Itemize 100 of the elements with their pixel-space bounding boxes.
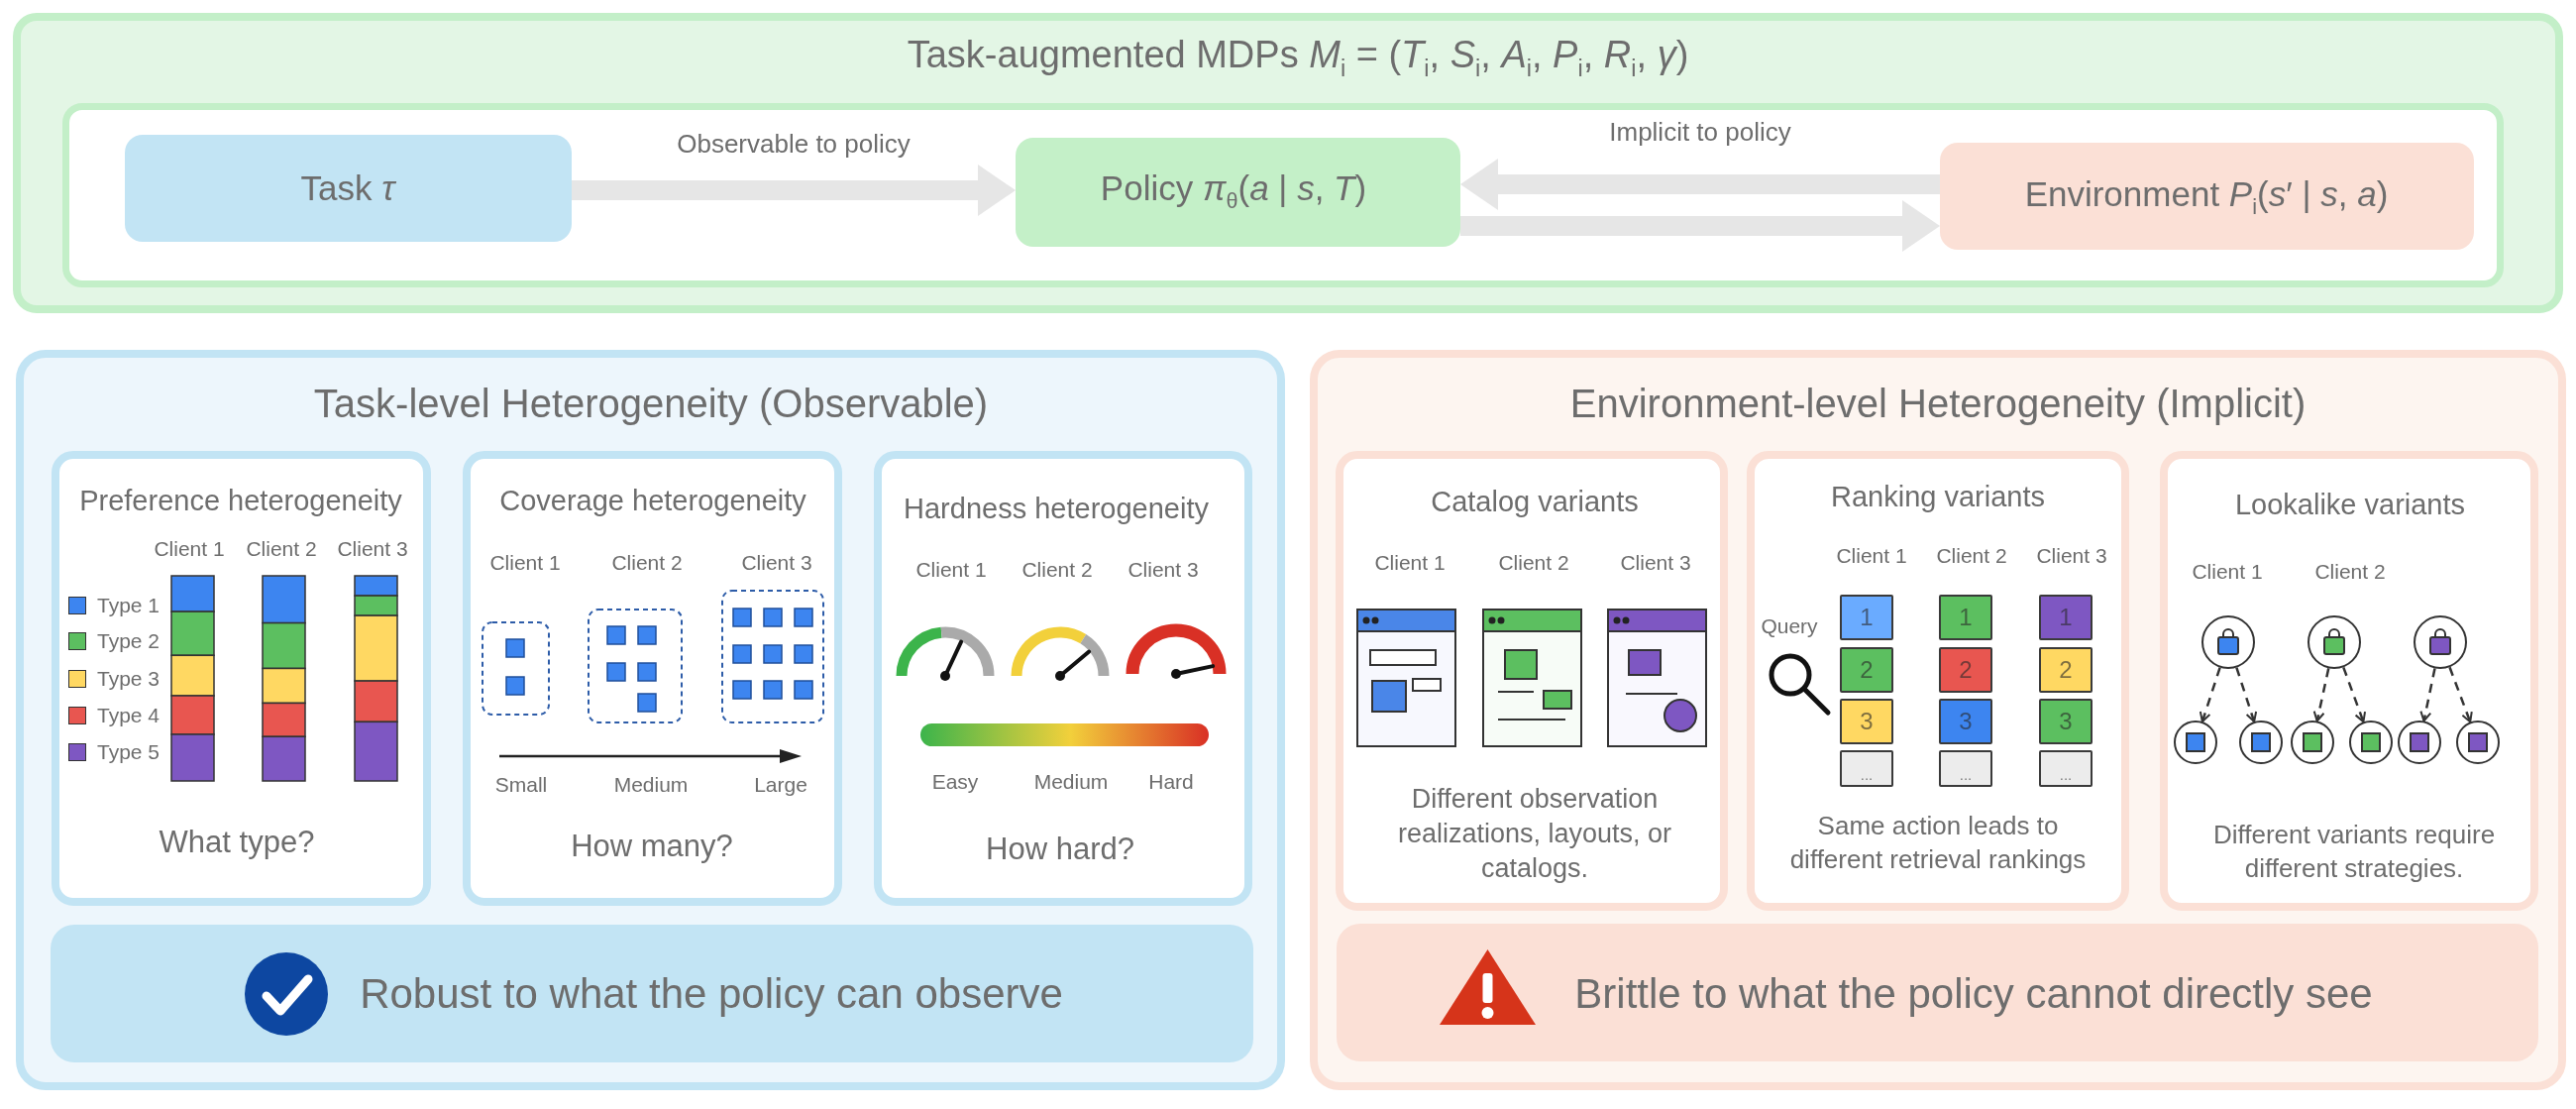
circle-node [2398, 721, 2441, 764]
tile-number: 1 [1959, 603, 1973, 633]
rounded-box [1016, 138, 1460, 247]
client-label: Client 3 [1127, 557, 1199, 583]
circle-node [2291, 721, 2334, 764]
section-panel [16, 350, 1285, 1090]
rank-tile [2039, 750, 2093, 787]
scale-label: Medium [613, 772, 689, 798]
legend-label: Type 2 [97, 628, 161, 654]
tile-number: 2 [1959, 655, 1973, 686]
tile-number: 3 [1959, 707, 1973, 737]
tile-number: ... [1959, 765, 1973, 785]
card-title: Coverage heterogeneity [499, 484, 806, 519]
summary-banner [1337, 924, 2538, 1061]
block-arrow [1460, 159, 1940, 210]
dashed-arrow [2342, 666, 2367, 723]
rank-tile [2039, 595, 2093, 640]
scale-label: Easy [931, 769, 979, 795]
rounded-box [125, 135, 572, 242]
panel-title: Task-level Heterogeneity (Observable) [313, 381, 989, 427]
legend-label: Type 5 [97, 739, 161, 765]
rank-tile [1939, 595, 1992, 640]
client-label: Client 3 [1620, 550, 1691, 576]
dashed-arrow [2419, 668, 2436, 722]
rank-tile [1939, 750, 1992, 787]
card-caption: Different variants require different strategies. [2211, 819, 2497, 885]
tile-number: 3 [2059, 707, 2073, 737]
scale-label: Small [494, 772, 548, 798]
dashed-arrow [2312, 668, 2330, 722]
circle-node [2349, 721, 2393, 764]
scale-label: Medium [1033, 769, 1109, 795]
client-label: Client 1 [1836, 543, 1907, 569]
block-arrow [1460, 200, 1940, 252]
section-panel [1310, 350, 2566, 1090]
circle-node [2414, 615, 2467, 669]
tile-number: ... [2059, 765, 2073, 785]
circle-node [2239, 721, 2283, 764]
tile-number: 1 [1860, 603, 1874, 633]
dashed-arrow [2235, 667, 2258, 723]
box-label: Environment P$_{i}$(s′ | s, a) [2024, 172, 2389, 221]
card [1747, 451, 2129, 911]
client-label: Client 3 [337, 536, 408, 562]
card-title: Hardness heterogeneity [904, 492, 1209, 527]
rank-tile [1840, 595, 1893, 640]
dashed-arrow [2448, 666, 2473, 723]
card [2160, 451, 2538, 911]
tile-number: 2 [2059, 655, 2073, 686]
dashed-arrow [2199, 667, 2221, 723]
client-label: Client 2 [611, 550, 683, 576]
client-label: Client 3 [741, 550, 812, 576]
tile-number: 2 [1860, 655, 1874, 686]
box-label: Task τ [300, 167, 395, 210]
circle-node [2308, 615, 2361, 669]
circle-node [2174, 721, 2217, 764]
query-label: Query [1761, 613, 1818, 639]
tile-number: 1 [2059, 603, 2073, 633]
tile-number: ... [1860, 765, 1874, 785]
client-label: Client 1 [915, 557, 987, 583]
circle-node [2201, 615, 2255, 669]
client-label: Client 1 [154, 536, 225, 562]
rank-tile [1939, 699, 1992, 744]
card [874, 451, 1252, 906]
client-label: Client 2 [1498, 550, 1569, 576]
box-label: Policy π$_{θ}$(a | s, T) [1100, 166, 1367, 215]
banner-text: Robust to what the policy can observe [360, 968, 1063, 1019]
rounded-box [1940, 143, 2474, 250]
client-label: Client 2 [1021, 557, 1093, 583]
card-caption: How many? [571, 827, 733, 865]
rank-tile [1840, 699, 1893, 744]
scale-label: Large [754, 772, 807, 798]
block-arrow [572, 165, 1016, 216]
card-title: Preference heterogeneity [79, 484, 402, 519]
summary-banner [51, 925, 1253, 1062]
client-label: Client 1 [1374, 550, 1446, 576]
inner-panel [62, 103, 2504, 287]
client-label: Client 1 [489, 550, 561, 576]
scale-label: Hard [1148, 769, 1194, 795]
rank-tile [2039, 699, 2093, 744]
card-caption: How hard? [986, 830, 1134, 868]
legend-label: Type 1 [97, 593, 161, 618]
rank-tile [2039, 647, 2093, 693]
banner-text: Brittle to what the policy cannot directly see [1574, 968, 2373, 1019]
tile-number: 3 [1860, 707, 1874, 737]
circle-node [2456, 721, 2500, 764]
rank-tile [1840, 750, 1893, 787]
card [463, 451, 842, 906]
client-label: Client 3 [2036, 543, 2107, 569]
card-title: Lookalike variants [2234, 488, 2466, 523]
panel-title: Task-augmented MDPs M$_{i}$ = (T$_{i}$, S$_{i}$, A$_{i}$, P$_{i}$, R$_{i}$, γ) [907, 33, 1689, 83]
legend-label: Type 4 [97, 703, 161, 728]
card-title: Ranking variants [1831, 480, 2045, 515]
client-label: Client 2 [246, 536, 317, 562]
header-panel [13, 13, 2563, 313]
client-label: Client 2 [1936, 543, 2007, 569]
panel-title: Environment-level Heterogeneity (Implicit) [1569, 381, 2307, 427]
card-title: Catalog variants [1431, 485, 1639, 520]
rank-tile [1840, 647, 1893, 693]
card-caption: Same action leads to different retrieval rankings [1788, 810, 2088, 876]
rank-tile [1939, 647, 1992, 693]
client-label: Client 1 [2192, 559, 2263, 585]
